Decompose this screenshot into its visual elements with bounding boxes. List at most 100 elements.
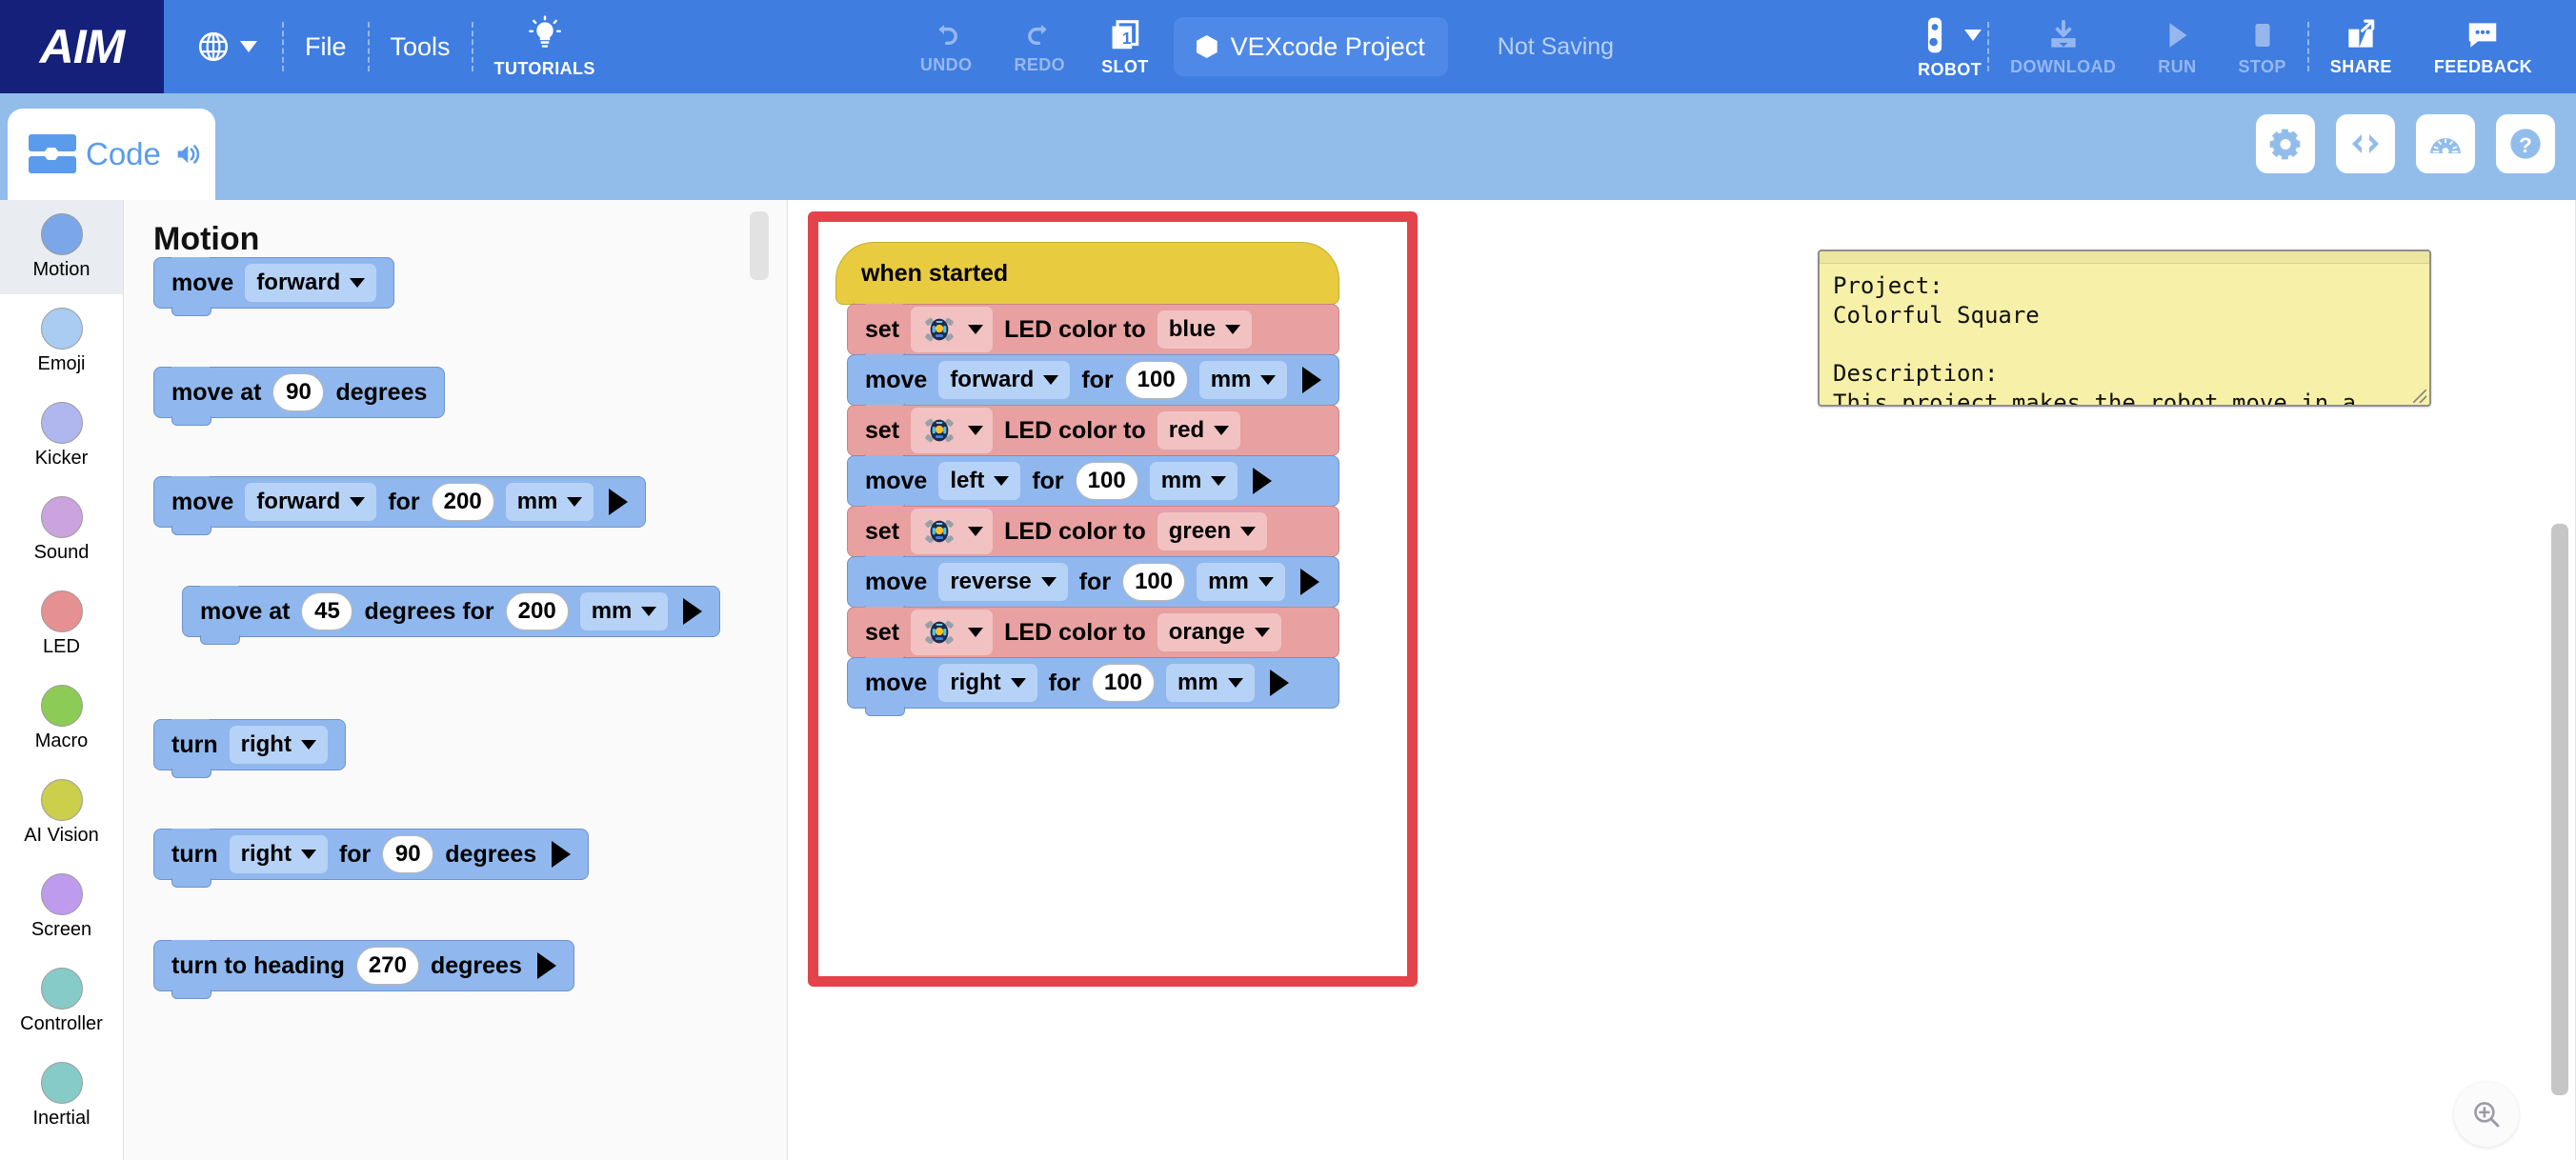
block-dropdown-left[interactable]: left <box>938 462 1021 500</box>
help-button[interactable]: ? <box>2496 114 2555 173</box>
tab-code[interactable]: Code <box>8 109 215 200</box>
robot-button[interactable]: ROBOT <box>1897 0 1987 93</box>
language-selector[interactable] <box>164 0 282 93</box>
block-number-input[interactable]: 200 <box>431 483 494 521</box>
block-number-input[interactable]: 100 <box>1091 664 1156 702</box>
play-arrow-icon[interactable] <box>1269 670 1289 696</box>
redo-button[interactable]: REDO <box>993 0 1086 93</box>
block-dropdown-orange[interactable]: orange <box>1157 613 1281 651</box>
block-number-input[interactable]: 100 <box>1124 361 1188 399</box>
block-robot-dropdown[interactable] <box>911 610 994 655</box>
sidebar-item-screen[interactable]: Screen <box>0 860 123 954</box>
workspace-scrollbar-thumb[interactable] <box>2551 524 2568 1095</box>
menu-file[interactable]: File <box>284 0 368 93</box>
block-dropdown-mm[interactable]: mm <box>1198 361 1288 399</box>
block-dropdown-mm[interactable]: mm <box>1166 664 1255 702</box>
code-view-button[interactable] <box>2336 114 2395 173</box>
block-dropdown-blue[interactable]: blue <box>1157 310 1253 349</box>
block-dropdown-mm[interactable]: mm <box>1197 563 1285 601</box>
block-dropdown-mm[interactable]: mm <box>579 592 669 630</box>
share-button[interactable]: SHARE <box>2309 0 2413 93</box>
block-dropdown-forward[interactable]: forward <box>245 264 377 302</box>
sidebar-item-kicker[interactable]: Kicker <box>0 389 123 483</box>
block-number-input[interactable]: 90 <box>272 373 325 411</box>
block-dropdown-right[interactable]: right <box>229 835 328 873</box>
play-arrow-icon[interactable] <box>552 841 572 868</box>
palette-scrollbar-thumb[interactable] <box>750 211 769 280</box>
play-arrow-icon[interactable] <box>1302 367 1322 393</box>
block-number-input[interactable]: 100 <box>1075 462 1138 500</box>
play-arrow-icon[interactable] <box>536 952 556 979</box>
sidebar-item-macro[interactable]: Macro <box>0 671 123 766</box>
block-number-input[interactable]: 45 <box>301 592 353 630</box>
block-dropdown-forward[interactable]: forward <box>245 483 377 521</box>
sidebar-item-sound[interactable]: Sound <box>0 483 123 577</box>
play-arrow-icon[interactable] <box>683 598 703 625</box>
sidebar-item-inertial[interactable]: Inertial <box>0 1049 123 1143</box>
zoom-in-button[interactable] <box>2454 1082 2519 1147</box>
feedback-button[interactable]: FEEDBACK <box>2413 0 2553 93</box>
block-number-input[interactable]: 270 <box>355 947 419 985</box>
block-robot-dropdown[interactable] <box>911 509 994 554</box>
comment-resize-handle[interactable] <box>2413 390 2426 403</box>
download-button[interactable]: DOWNLOAD <box>1989 0 2137 93</box>
sidebar-item-led[interactable]: LED <box>0 577 123 671</box>
block-robot-dropdown[interactable] <box>911 408 994 453</box>
block-number-input[interactable]: 200 <box>505 592 569 630</box>
run-button[interactable]: RUN <box>2137 0 2217 93</box>
block-dropdown-right[interactable]: right <box>938 664 1037 702</box>
block-dropdown-green[interactable]: green <box>1157 512 1268 550</box>
play-arrow-icon[interactable] <box>609 489 629 515</box>
slot-button[interactable]: 1 SLOT <box>1086 0 1164 93</box>
settings-button[interactable] <box>2256 114 2315 173</box>
block-hat[interactable]: when started <box>835 242 1340 312</box>
block-dropdown-red[interactable]: red <box>1157 411 1241 450</box>
sidebar-item-ai-vision[interactable]: AI Vision <box>0 766 123 860</box>
block-dropdown-mm[interactable]: mm <box>1149 462 1238 500</box>
comment-note-titlebar[interactable] <box>1820 251 2429 264</box>
block-dropdown-forward[interactable]: forward <box>938 361 1071 399</box>
block-dropdown-reverse[interactable]: reverse <box>938 563 1068 601</box>
undo-button[interactable]: UNDO <box>899 0 994 93</box>
project-comment-note[interactable]: Project: Colorful Square Description: Th… <box>1818 250 2431 407</box>
block-dropdown-mm[interactable]: mm <box>505 483 594 521</box>
block-palette[interactable]: Motion Motion - Actions moveforwardmove … <box>125 200 788 1160</box>
block-number-input[interactable]: 100 <box>1122 563 1186 601</box>
block-number-input[interactable]: 90 <box>382 835 434 873</box>
stop-button[interactable]: STOP <box>2218 0 2307 93</box>
speaker-icon[interactable] <box>171 138 207 170</box>
tutorials-button[interactable]: TUTORIALS <box>473 0 616 93</box>
play-arrow-icon[interactable] <box>1299 569 1319 595</box>
project-name-field[interactable]: VEXcode Project <box>1173 17 1448 76</box>
sidebar-item-emoji[interactable]: Emoji <box>0 294 123 389</box>
block-dropdown-right[interactable]: right <box>229 726 328 764</box>
sidebar-item-motion[interactable]: Motion <box>0 200 123 294</box>
sidebar-item-controller[interactable]: Controller <box>0 954 123 1049</box>
menu-tools[interactable]: Tools <box>370 0 472 93</box>
block-robot-dropdown[interactable] <box>911 307 994 352</box>
